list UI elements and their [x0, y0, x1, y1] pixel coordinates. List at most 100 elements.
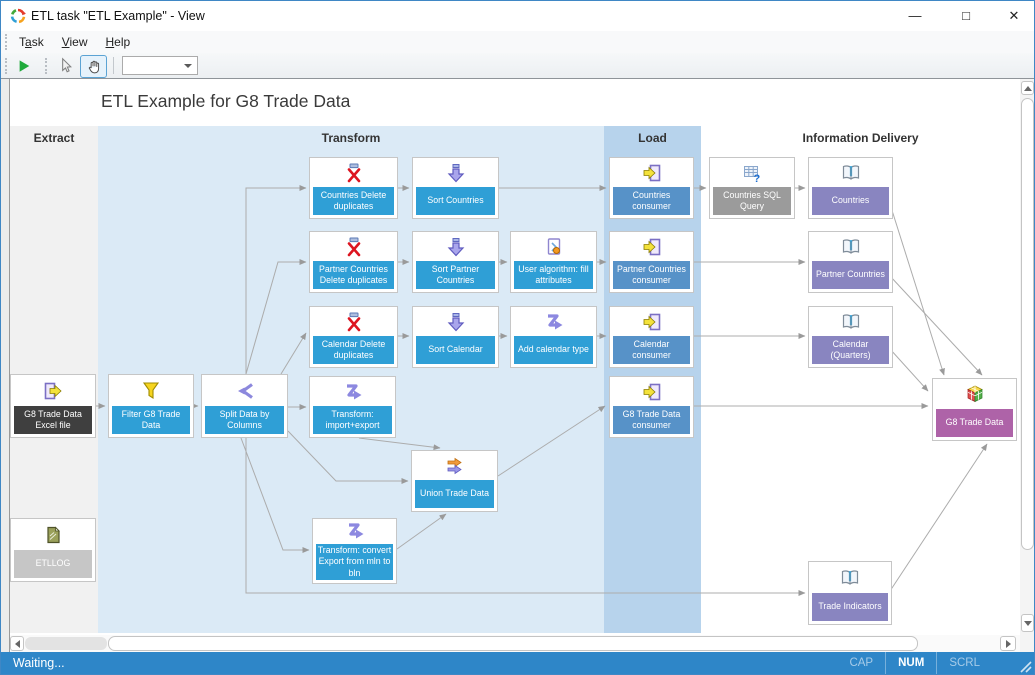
- book-icon: [809, 562, 891, 593]
- node-countries-book[interactable]: Countries: [808, 157, 893, 219]
- diagram-title: ETL Example for G8 Trade Data: [101, 91, 351, 111]
- export-door-icon: [11, 375, 95, 406]
- arrow-up-icon: [1023, 85, 1032, 91]
- node-partner-consumer[interactable]: Partner Countries consumer: [609, 231, 694, 293]
- zigzag-icon: [511, 307, 596, 336]
- node-filter[interactable]: Filter G8 Trade Data: [108, 374, 194, 438]
- node-label: Transform: import+export: [313, 406, 392, 434]
- edge-connector: [240, 437, 310, 553]
- cube-icon: [933, 379, 1016, 409]
- node-sort-countries[interactable]: Sort Countries: [412, 157, 499, 219]
- vertical-scroll-thumb[interactable]: [1021, 98, 1034, 550]
- arrow-left-icon: [14, 639, 20, 648]
- node-label: Countries: [812, 187, 889, 215]
- book-icon: [809, 158, 892, 187]
- node-label: Partner Countries: [812, 261, 889, 289]
- horizontal-scrollbar[interactable]: [10, 635, 1020, 652]
- node-label: Countries SQL Query: [713, 187, 791, 215]
- toolbar: [1, 53, 1034, 79]
- node-g8-consumer[interactable]: G8 Trade Data consumer: [609, 376, 694, 438]
- edge-connector: [889, 348, 929, 392]
- run-task-button[interactable]: [13, 55, 35, 76]
- import-door-icon: [610, 377, 693, 406]
- scroll-right-button[interactable]: [1000, 636, 1016, 651]
- book-icon: [809, 307, 892, 336]
- hand-icon: [88, 60, 99, 73]
- node-countries-sql-query[interactable]: ?Countries SQL Query: [709, 157, 795, 219]
- toolbar-separator: [113, 57, 114, 74]
- node-label: G8 Trade Data: [936, 409, 1013, 437]
- scrollbar-corner: [1020, 635, 1034, 652]
- node-label: G8 Trade Data Excel file: [14, 406, 92, 434]
- edge-connector: [287, 430, 409, 484]
- node-label: Add calendar type: [514, 336, 593, 364]
- toolbar-grip: [5, 58, 10, 74]
- node-label: Split Data by Columns: [205, 406, 284, 434]
- sql-table-icon: ?: [710, 158, 794, 187]
- node-label: Trade Indicators: [812, 593, 888, 621]
- close-button[interactable]: ✕: [1008, 8, 1020, 23]
- edge-connector: [245, 438, 806, 596]
- horizontal-scroll-thumb[interactable]: [108, 636, 918, 651]
- arrow-right-icon: [1005, 639, 1011, 648]
- delete-duplicates-icon: [310, 232, 397, 261]
- node-split[interactable]: Split Data by Columns: [201, 374, 288, 438]
- node-user-algorithm[interactable]: User algorithm: fill attributes: [510, 231, 597, 293]
- edge-connector: [280, 332, 307, 375]
- node-sort-calendar[interactable]: Sort Calendar: [412, 306, 499, 368]
- scroll-left-button[interactable]: [10, 636, 24, 651]
- zigzag-icon: [313, 519, 396, 544]
- node-trade-indicators[interactable]: Trade Indicators: [808, 561, 892, 625]
- node-label: Calendar consumer: [613, 336, 690, 364]
- edge-connector: [245, 185, 307, 374]
- scroll-up-button[interactable]: [1021, 81, 1034, 95]
- node-g8-cube[interactable]: G8 Trade Data: [932, 378, 1017, 441]
- sort-icon: [413, 232, 498, 261]
- edge-layer: [96, 185, 988, 596]
- node-union-trade-data[interactable]: Union Trade Data: [411, 450, 498, 512]
- app-logo-icon: [10, 8, 26, 24]
- node-partner-dd[interactable]: Partner Countries Delete duplicates: [309, 231, 398, 293]
- maximize-button[interactable]: □: [962, 8, 970, 23]
- node-countries-dd[interactable]: Countries Delete duplicates: [309, 157, 398, 219]
- node-label: Sort Partner Countries: [416, 261, 495, 289]
- minimize-button[interactable]: —: [908, 8, 922, 23]
- node-label: Partner Countries consumer: [613, 261, 690, 289]
- zigzag-icon: [310, 377, 395, 406]
- menu-bar: Task View Help: [1, 31, 1034, 53]
- lane-header-extract: Extract: [33, 131, 75, 145]
- edge-connector: [889, 275, 983, 376]
- node-calendar-dd[interactable]: Calendar Delete duplicates: [309, 306, 398, 368]
- union-icon: [412, 451, 497, 480]
- node-etllog[interactable]: ETLLOG: [10, 518, 96, 582]
- node-add-calendar-type[interactable]: Add calendar type: [510, 306, 597, 368]
- select-tool-button[interactable]: [54, 55, 76, 76]
- window-title: ETL task "ETL Example" - View: [31, 9, 205, 23]
- node-excel-file[interactable]: G8 Trade Data Excel file: [10, 374, 96, 438]
- node-calendar-consumer[interactable]: Calendar consumer: [609, 306, 694, 368]
- resize-grip[interactable]: [1018, 659, 1032, 673]
- node-transform-convert[interactable]: Transform: convert Export from mln to bl…: [312, 518, 397, 584]
- node-label: Sort Calendar: [416, 336, 495, 364]
- indicator-num: NUM: [885, 652, 936, 674]
- node-sort-partner[interactable]: Sort Partner Countries: [412, 231, 499, 293]
- node-calendar-book[interactable]: Calendar (Quarters): [808, 306, 893, 368]
- menu-item-task[interactable]: Task: [19, 35, 44, 49]
- node-transform-import-export[interactable]: Transform: import+export: [309, 376, 396, 438]
- node-countries-consumer[interactable]: Countries consumer: [609, 157, 694, 219]
- menu-item-view[interactable]: View: [61, 35, 88, 49]
- node-label: Union Trade Data: [415, 480, 494, 508]
- pan-tool-button[interactable]: [80, 55, 107, 78]
- scroll-down-button[interactable]: [1021, 614, 1034, 632]
- funnel-icon: [109, 375, 193, 406]
- node-label: Countries consumer: [613, 187, 690, 215]
- zoom-combobox[interactable]: [122, 56, 198, 75]
- menu-item-help[interactable]: Help: [105, 35, 131, 49]
- title-bar: ETL task "ETL Example" - View — □ ✕: [1, 1, 1034, 31]
- node-partner-book[interactable]: Partner Countries: [808, 231, 893, 293]
- toolbar-grip: [5, 34, 10, 50]
- vertical-scrollbar[interactable]: [1020, 79, 1034, 635]
